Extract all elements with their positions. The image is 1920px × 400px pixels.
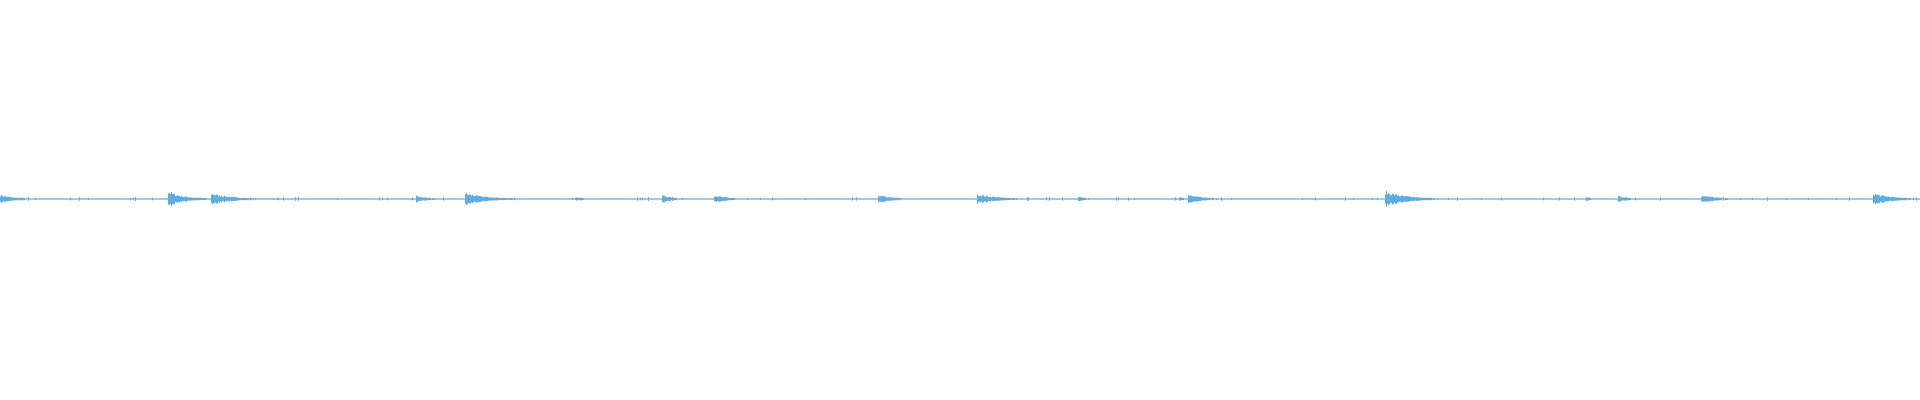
waveform-peaks [0, 190, 1917, 208]
